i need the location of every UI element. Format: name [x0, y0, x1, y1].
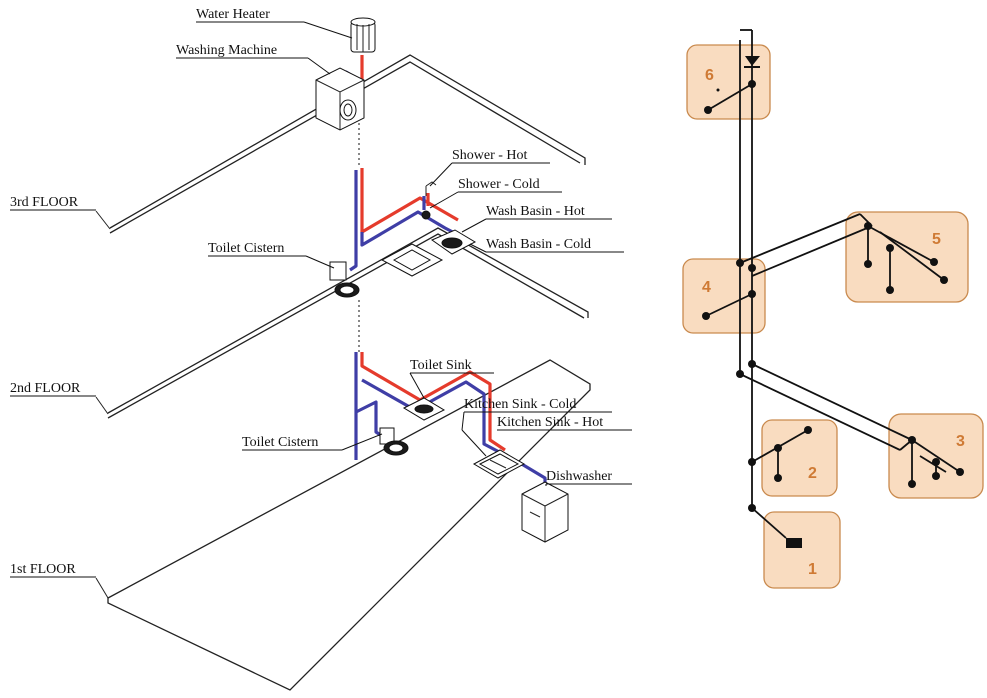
label-shower-hot-text: Shower - Hot — [452, 148, 528, 163]
label-dishwasher-text: Dishwasher — [546, 469, 612, 484]
node-number-2: 2 — [808, 465, 817, 482]
label-first-floor-text: 1st FLOOR — [10, 562, 76, 577]
node-box-2 — [761, 419, 838, 497]
label-toilet-sink: Toilet Sink — [409, 358, 494, 399]
label-wash-basin-cold: Wash Basin - Cold — [469, 237, 624, 253]
label-first-floor: 1st FLOOR — [10, 562, 96, 578]
label-toilet-sink-text: Toilet Sink — [410, 358, 472, 373]
label-kitchen-sink-cold-text: Kitchen Sink - Cold — [464, 397, 576, 412]
branch-5 — [739, 213, 948, 294]
label-kitchen-sink-hot: Kitchen Sink - Hot — [497, 415, 632, 431]
node-number-5: 5 — [932, 231, 941, 248]
label-toilet-cistern-upper-text: Toilet Cistern — [208, 241, 284, 256]
shower-tray-fixture — [380, 243, 444, 277]
node-box-5 — [845, 211, 969, 303]
node-box-1 — [763, 511, 841, 589]
dishwasher-fixture — [521, 481, 569, 543]
second-floor-slab — [95, 227, 589, 419]
branch-2 — [748, 426, 812, 482]
valve-icon — [744, 56, 760, 68]
label-wash-basin-hot-text: Wash Basin - Hot — [486, 204, 585, 219]
label-dishwasher: Dishwasher — [545, 469, 632, 486]
water-heater-fixture — [350, 17, 376, 53]
label-shower-cold: Shower - Cold — [429, 177, 562, 209]
branch-1 — [748, 504, 802, 548]
schematic-view: 6 4 5 2 3 1 — [682, 29, 984, 589]
label-toilet-cistern-upper: Toilet Cistern — [208, 241, 335, 269]
third-floor-slab — [95, 54, 586, 234]
branch-3 — [736, 360, 964, 488]
label-shower-hot: Shower - Hot — [429, 148, 550, 187]
washing-machine-fixture — [315, 67, 365, 131]
label-second-floor: 2nd FLOOR — [10, 381, 96, 397]
toilet-upper-fixture — [329, 261, 360, 298]
label-toilet-cistern-lower: Toilet Cistern — [242, 433, 383, 451]
tank-icon — [786, 538, 802, 548]
first-floor-slab — [95, 359, 591, 691]
label-wash-basin-cold-text: Wash Basin - Cold — [486, 237, 591, 252]
node-number-4: 4 — [702, 279, 711, 296]
label-third-floor-text: 3rd FLOOR — [10, 195, 79, 210]
label-water-heater: Water Heater — [196, 7, 353, 39]
node-number-3: 3 — [956, 433, 965, 450]
node-number-6: 6 — [705, 67, 714, 84]
branch-6 — [704, 80, 756, 114]
label-toilet-cistern-lower-text: Toilet Cistern — [242, 435, 318, 450]
toilet-lower-fixture — [379, 427, 409, 456]
branch-4 — [702, 259, 756, 320]
label-shower-cold-text: Shower - Cold — [458, 177, 540, 192]
label-second-floor-text: 2nd FLOOR — [10, 381, 81, 396]
label-kitchen-sink-hot-text: Kitchen Sink - Hot — [497, 415, 603, 430]
label-water-heater-text: Water Heater — [196, 7, 270, 22]
label-washing-machine: Washing Machine — [176, 43, 331, 75]
node-number-1: 1 — [808, 561, 817, 578]
label-wash-basin-hot: Wash Basin - Hot — [461, 204, 612, 233]
kitchen-sink-fixture — [472, 449, 526, 479]
toilet-sink-fixture — [402, 397, 446, 421]
wash-basin-fixture — [430, 229, 477, 255]
shower-fixture — [421, 181, 437, 220]
label-washing-machine-text: Washing Machine — [176, 43, 277, 58]
label-third-floor: 3rd FLOOR — [10, 195, 96, 211]
isometric-view: Water Heater Washing Machine Shower - Ho… — [10, 7, 632, 691]
label-kitchen-sink-cold: Kitchen Sink - Cold — [461, 397, 612, 457]
node-box-6 — [686, 44, 771, 120]
